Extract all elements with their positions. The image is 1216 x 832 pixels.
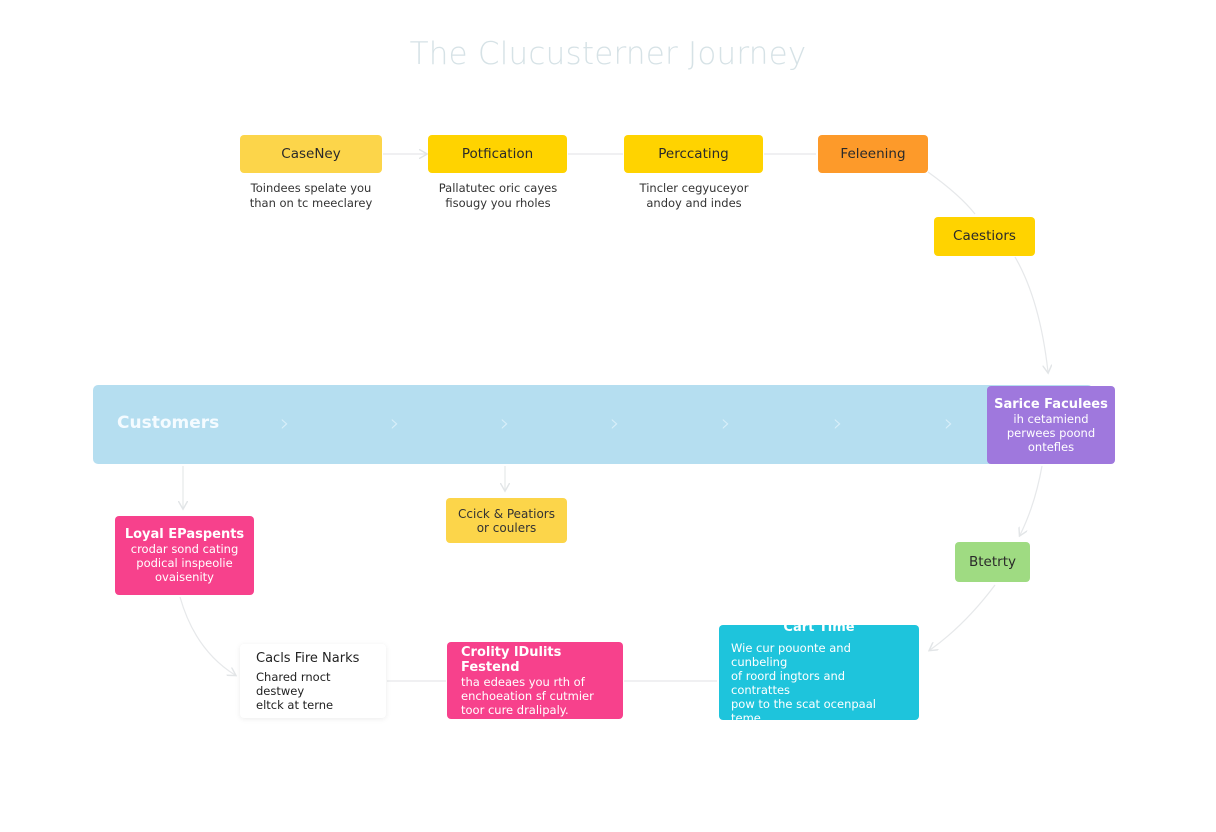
node-heading: Crolity lDulits Festend	[461, 644, 562, 675]
stage-label: Perccating	[658, 145, 729, 162]
node-heading: Sarice Faculees	[994, 396, 1108, 412]
stage-caseney[interactable]: CaseNey	[240, 135, 382, 173]
chevron-right-icon: ›	[280, 409, 290, 437]
stage-caption: Pallatutec oric cayes fisougy you rholes	[438, 181, 558, 210]
node-click-positions[interactable]: Ccick & Peatiors or coulers	[446, 498, 567, 543]
diagram-title: The Clucusterner Journey	[409, 36, 807, 72]
chevron-right-icon: ›	[610, 409, 620, 437]
stage-label: Potfication	[461, 145, 534, 162]
node-crolity-dulits[interactable]: Crolity lDulits Festend tha edeaes you r…	[447, 642, 623, 719]
node-cart-time[interactable]: Cart Time Wie cur pouonte and cunbeling …	[719, 620, 919, 725]
stage-caption: Toindees spelate you than on tc meeclare…	[249, 181, 373, 210]
node-heading: Cart Time	[783, 620, 855, 635]
chevron-right-icon: ›	[944, 409, 954, 437]
node-cards-fire-narks[interactable]: Cacls Fire Narks Chared rnoct destwey el…	[240, 644, 386, 718]
node-label: Caestiors	[953, 228, 1016, 244]
chevron-right-icon: ›	[721, 409, 731, 437]
stage-potfication[interactable]: Potfication	[428, 135, 567, 173]
stage-label: CaseNey	[281, 145, 341, 162]
node-label: Btetrty	[969, 553, 1016, 570]
connector-stetrty-cart	[930, 584, 996, 650]
stage-label: Feleening	[840, 145, 906, 162]
customers-band: Customers › › › › › › ›	[93, 385, 1093, 464]
chevron-right-icon: ›	[390, 409, 400, 437]
chevron-right-icon: ›	[833, 409, 843, 437]
chevron-right-icon: ›	[500, 409, 510, 437]
connector-castiors-service	[1014, 256, 1048, 372]
node-heading: Loyal EPaspents	[124, 527, 245, 542]
node-loyal-epaspents[interactable]: Loyal EPaspents crodar sond cating podic…	[115, 516, 254, 595]
band-label: Customers	[117, 413, 220, 433]
connector-service-stetrty	[1020, 465, 1043, 535]
connector-loyal-cards	[179, 596, 235, 675]
node-service-faculees[interactable]: Sarice Faculees ih cetamiend perwees poo…	[987, 386, 1115, 464]
node-heading: Cacls Fire Narks	[256, 650, 360, 666]
node-stetrty[interactable]: Btetrty	[955, 542, 1030, 582]
connector-4-castiors	[927, 171, 976, 215]
stage-caption: Tincler cegyuceyor andoy and indes	[639, 181, 749, 210]
node-castiors[interactable]: Caestiors	[934, 217, 1035, 256]
stage-perccating[interactable]: Perccating	[624, 135, 763, 173]
stage-feleening[interactable]: Feleening	[818, 135, 928, 173]
